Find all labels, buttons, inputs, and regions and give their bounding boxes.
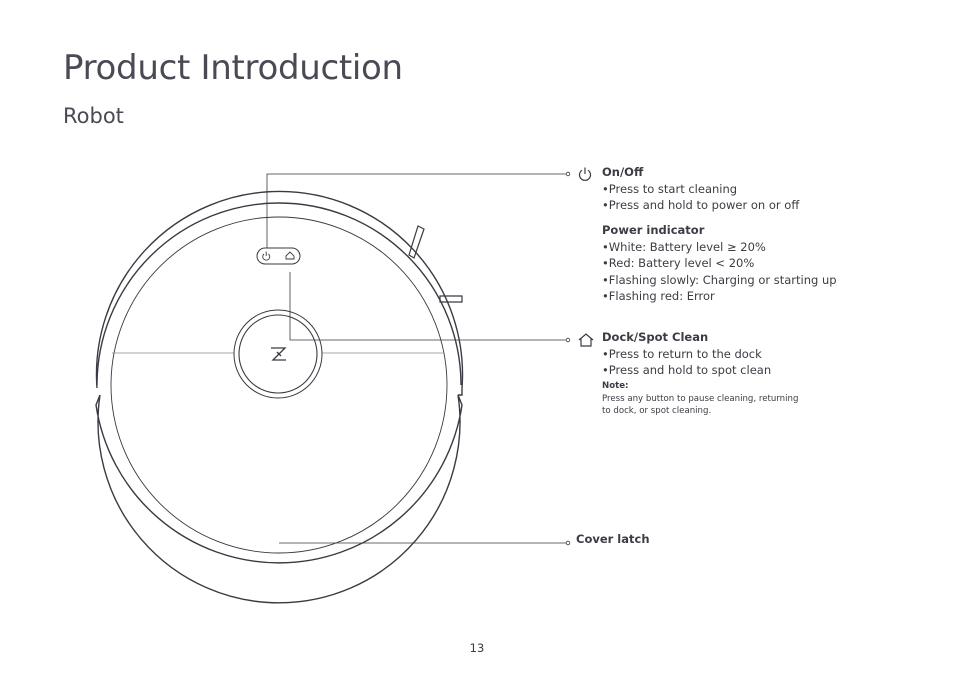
page-title: Product Introduction: [63, 48, 403, 88]
lds-cover-inner: [238, 314, 318, 394]
cover-latch-label: Cover latch: [576, 532, 650, 546]
bumper-outline: [95, 394, 463, 604]
on-off-callout: On/Off Press to start cleaning Press and…: [602, 164, 799, 214]
power-icon: [578, 167, 592, 181]
logo-icon: [271, 347, 287, 361]
list-item: Flashing slowly: Charging or starting up: [602, 272, 837, 289]
robot-power-button-icon: [262, 251, 271, 261]
dock-heading: Dock/Spot Clean: [602, 330, 709, 344]
leader-lines: [266, 171, 571, 546]
page-number: 13: [469, 641, 485, 655]
note-block: Note: Press any button to pause cleaning…: [602, 380, 822, 418]
note-line: Press any button to pause cleaning, retu…: [602, 393, 799, 404]
list-item: Red: Battery level < 20%: [602, 255, 837, 272]
lid-circle: [110, 216, 448, 554]
power-indicator-heading: Power indicator: [602, 223, 705, 237]
dock-callout: Dock/Spot Clean Press to return to the d…: [602, 329, 771, 379]
note-heading: Note:: [602, 381, 629, 391]
list-item: Press to start cleaning: [602, 181, 799, 198]
side-brush: [408, 225, 463, 303]
robot-body-outline: [95, 190, 464, 396]
robot-home-button-icon: [285, 251, 295, 260]
note-line: to dock, or spot cleaning.: [602, 406, 712, 417]
on-off-heading: On/Off: [602, 165, 644, 179]
power-indicator-callout: Power indicator White: Battery level ≥ 2…: [602, 222, 837, 305]
home-icon: [578, 333, 594, 347]
list-item: Press and hold to spot clean: [602, 362, 771, 379]
list-item: Press and hold to power on or off: [602, 197, 799, 214]
list-item: Flashing red: Error: [602, 288, 837, 305]
list-item: White: Battery level ≥ 20%: [602, 239, 837, 256]
section-subtitle: Robot: [63, 104, 124, 128]
list-item: Press to return to the dock: [602, 346, 771, 363]
